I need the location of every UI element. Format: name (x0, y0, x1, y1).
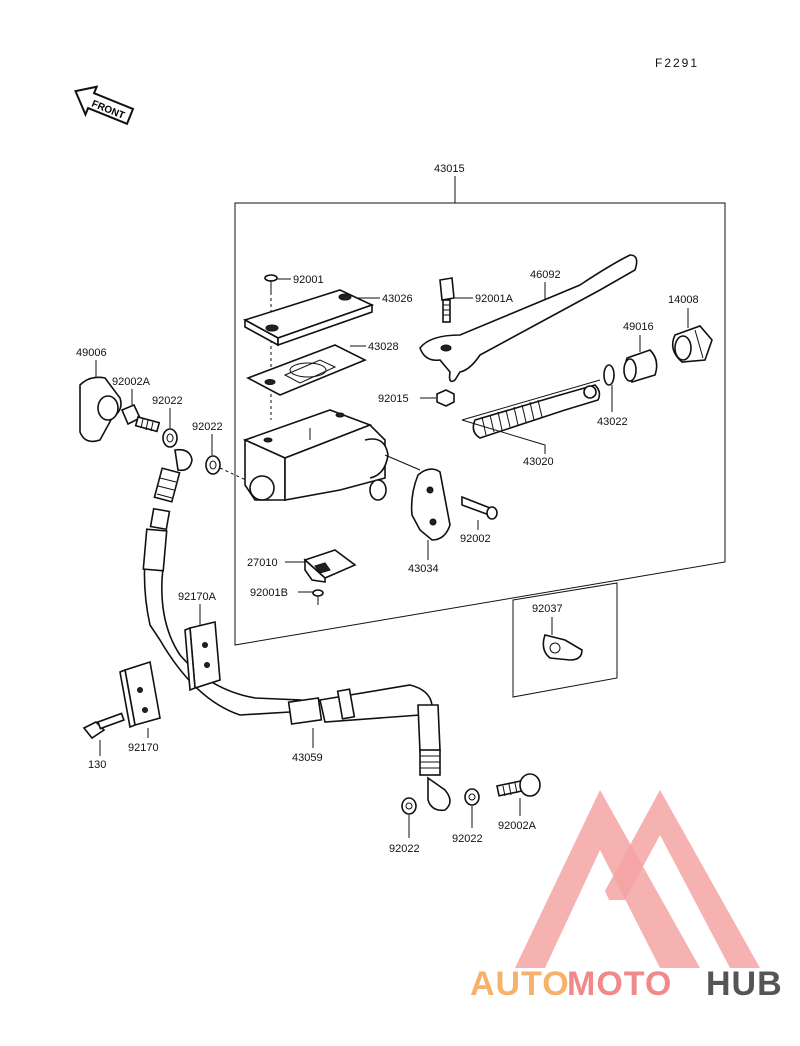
part-92170-clamp (119, 660, 161, 729)
figure-code: F2291 (655, 56, 699, 70)
part-43020-piston-assembly (472, 384, 601, 439)
watermark-text-hub: HUB (706, 965, 783, 1003)
callout-92001A: 92001A (475, 293, 514, 305)
callout-92170: 92170 (128, 742, 159, 754)
callout-92022-d: 92022 (452, 833, 483, 845)
part-92002A-banjo-bolt-top (120, 403, 161, 433)
callout-92001: 92001 (293, 274, 324, 286)
callout-92002A-top: 92002A (112, 376, 151, 388)
part-49016-boot (623, 349, 658, 383)
part-92002A-banjo-bolt-bottom (496, 773, 541, 797)
watermark-text-moto: MOTO (567, 965, 672, 1003)
part-43026-reservoir-cap (242, 289, 375, 347)
callout-92170A: 92170A (178, 591, 217, 603)
part-130-bolt (82, 712, 125, 740)
callout-130: 130 (88, 759, 106, 771)
callout-27010: 27010 (247, 557, 278, 569)
callout-92002: 92002 (460, 533, 491, 545)
callout-49006: 49006 (76, 347, 107, 359)
front-arrow-icon: FRONT (74, 85, 135, 126)
part-27010-switch (303, 549, 357, 583)
callout-92037: 92037 (532, 603, 563, 615)
callout-43026: 43026 (382, 293, 413, 305)
part-92015-nut (436, 389, 455, 407)
part-92022-washer-a (162, 428, 178, 448)
watermark-text-auto: AUTO (470, 965, 570, 1003)
part-49006-boot-cap (79, 376, 122, 443)
part-92170A-clamp (184, 621, 221, 692)
part-43022-circlip (603, 364, 615, 386)
callout-92022-b: 92022 (192, 421, 223, 433)
callout-14008: 14008 (668, 294, 699, 306)
part-14008-cover (671, 325, 713, 363)
callout-92015: 92015 (378, 393, 409, 405)
callout-43034: 43034 (408, 563, 439, 575)
callout-46092: 46092 (530, 269, 561, 281)
callout-43059: 43059 (292, 752, 323, 764)
part-43059-brake-hose (142, 448, 451, 812)
callout-92022-c: 92022 (389, 843, 420, 855)
part-92022-washer-c (401, 797, 417, 815)
callout-92002A-bottom: 92002A (498, 820, 537, 832)
part-92022-washer-b (205, 455, 221, 475)
part-92001A-bolt (439, 277, 455, 323)
subassembly-box-92037 (512, 582, 618, 698)
callout-92001B: 92001B (250, 587, 288, 599)
callout-43020: 43020 (523, 456, 554, 468)
part-92037-clamp (542, 634, 583, 661)
part-92022-washer-d (464, 788, 480, 806)
part-92002-bolt (461, 495, 498, 520)
assembly-box-43015 (234, 176, 726, 646)
callout-49016: 49016 (623, 321, 654, 333)
part-92001-screw (264, 274, 278, 420)
part-master-cylinder-body (242, 409, 389, 501)
callout-43028: 43028 (368, 341, 399, 353)
part-43028-diaphragm (246, 344, 367, 396)
callout-43015: 43015 (434, 163, 465, 175)
watermark-logo: AUTO MOTO HUB (470, 790, 783, 1003)
callout-43022: 43022 (597, 416, 628, 428)
part-46092-brake-lever (419, 254, 638, 383)
part-43034-holder (410, 468, 451, 541)
callout-92022-a: 92022 (152, 395, 183, 407)
part-92001B-screw (312, 589, 324, 605)
